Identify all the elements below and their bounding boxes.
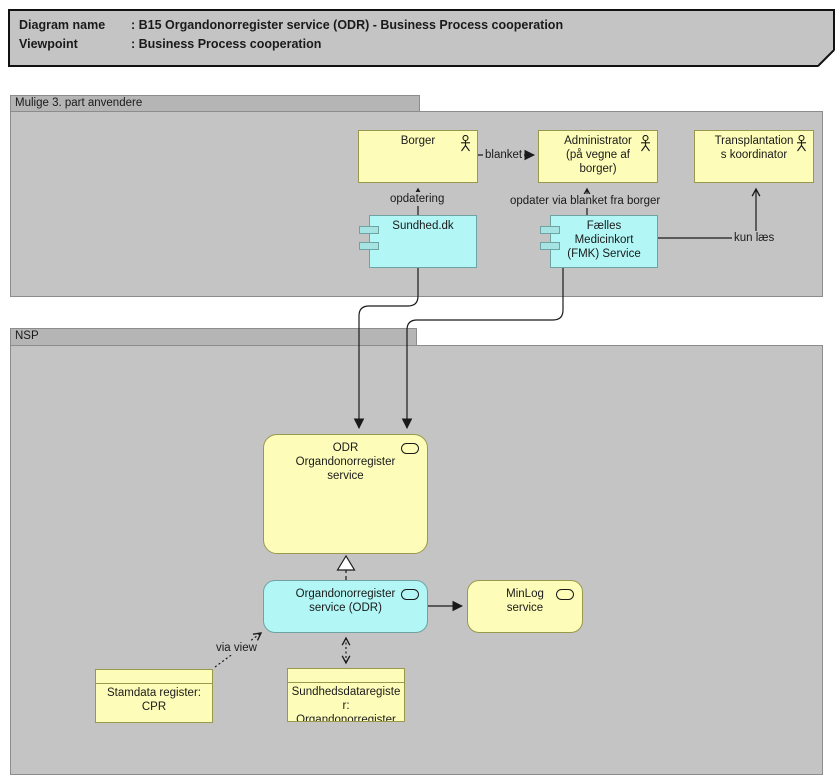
edge-label-opdater-via-blanket: opdater via blanket fra borger	[508, 194, 663, 208]
node-sundhed-dk-label: Sundhed.dk	[392, 220, 454, 232]
node-borger[interactable]: Borger	[358, 130, 478, 183]
actor-icon	[461, 135, 470, 152]
title-row-viewpoint: Viewpoint: Business Process cooperation	[19, 35, 833, 54]
group-third-party-label: Mulige 3. part anvendere	[15, 97, 143, 109]
diagram-title-note: Diagram name: B15 Organdonorregister ser…	[8, 9, 835, 67]
edge-label-kun-laes: kun læs	[732, 231, 777, 245]
title-value: Business Process cooperation	[138, 37, 322, 51]
data-object-strip-icon	[288, 669, 404, 683]
node-organdonorregister-service-odr[interactable]: Organdonorregister service (ODR)	[263, 580, 428, 633]
title-sep: :	[131, 18, 139, 32]
actor-icon	[797, 135, 806, 152]
actor-icon	[641, 135, 650, 152]
node-odr-organdonorregister-service[interactable]: ODR Organdonorregister service	[263, 434, 428, 554]
title-value: B15 Organdonorregister service (ODR) - B…	[138, 18, 564, 32]
node-stamdata-register-cpr-label: Stamdata register: CPR	[107, 687, 201, 713]
service-icon	[556, 589, 574, 600]
edge-label-blanket: blanket	[483, 148, 525, 162]
node-administrator-label: Administrator (på vegne af borger)	[564, 135, 632, 175]
component-tab-icon	[359, 226, 379, 234]
title-label: Viewpoint	[19, 37, 78, 51]
group-nsp-tab[interactable]: NSP	[10, 328, 417, 346]
node-borger-label: Borger	[400, 135, 436, 147]
node-sundhed-dk[interactable]: Sundhed.dk	[359, 215, 477, 268]
note-fold-icon	[818, 50, 835, 67]
edge-label-opdatering: opdatering	[388, 192, 447, 206]
group-third-party-tab[interactable]: Mulige 3. part anvendere	[10, 95, 420, 112]
node-sundhedsdataregister-organdonorregister[interactable]: Sundhedsdataregiste r: Organdonorregiste…	[287, 668, 405, 722]
edge-label-via-view: via view	[214, 641, 259, 655]
node-odr-label: ODR Organdonorregister service	[295, 442, 396, 482]
node-administrator[interactable]: Administrator (på vegne af borger)	[538, 130, 658, 183]
service-icon	[401, 443, 419, 454]
component-tab-icon	[359, 242, 379, 250]
node-transplantations-koordinator-label: Transplantation s koordinator	[714, 135, 794, 161]
node-fmk-service[interactable]: Fælles Medicinkort (FMK) Service	[540, 215, 658, 268]
component-tab-icon	[540, 226, 560, 234]
node-fmk-service-label: Fælles Medicinkort (FMK) Service	[567, 220, 641, 260]
data-object-strip-icon	[96, 670, 212, 684]
node-minlog-service-label: MinLog service	[506, 588, 544, 614]
title-label: Diagram name	[19, 18, 106, 32]
title-sep: :	[131, 37, 139, 51]
component-tab-icon	[540, 242, 560, 250]
node-stamdata-register-cpr[interactable]: Stamdata register: CPR	[95, 669, 213, 723]
service-icon	[401, 589, 419, 600]
node-sundhedsdataregister-label: Sundhedsdataregiste r: Organdonorregiste…	[291, 686, 401, 722]
node-organdonorregister-service-odr-label: Organdonorregister service (ODR)	[295, 588, 396, 614]
node-transplantations-koordinator[interactable]: Transplantation s koordinator	[694, 130, 814, 183]
group-nsp-label: NSP	[15, 330, 39, 342]
title-row-diagram-name: Diagram name: B15 Organdonorregister ser…	[19, 16, 833, 35]
node-minlog-service[interactable]: MinLog service	[467, 580, 583, 633]
